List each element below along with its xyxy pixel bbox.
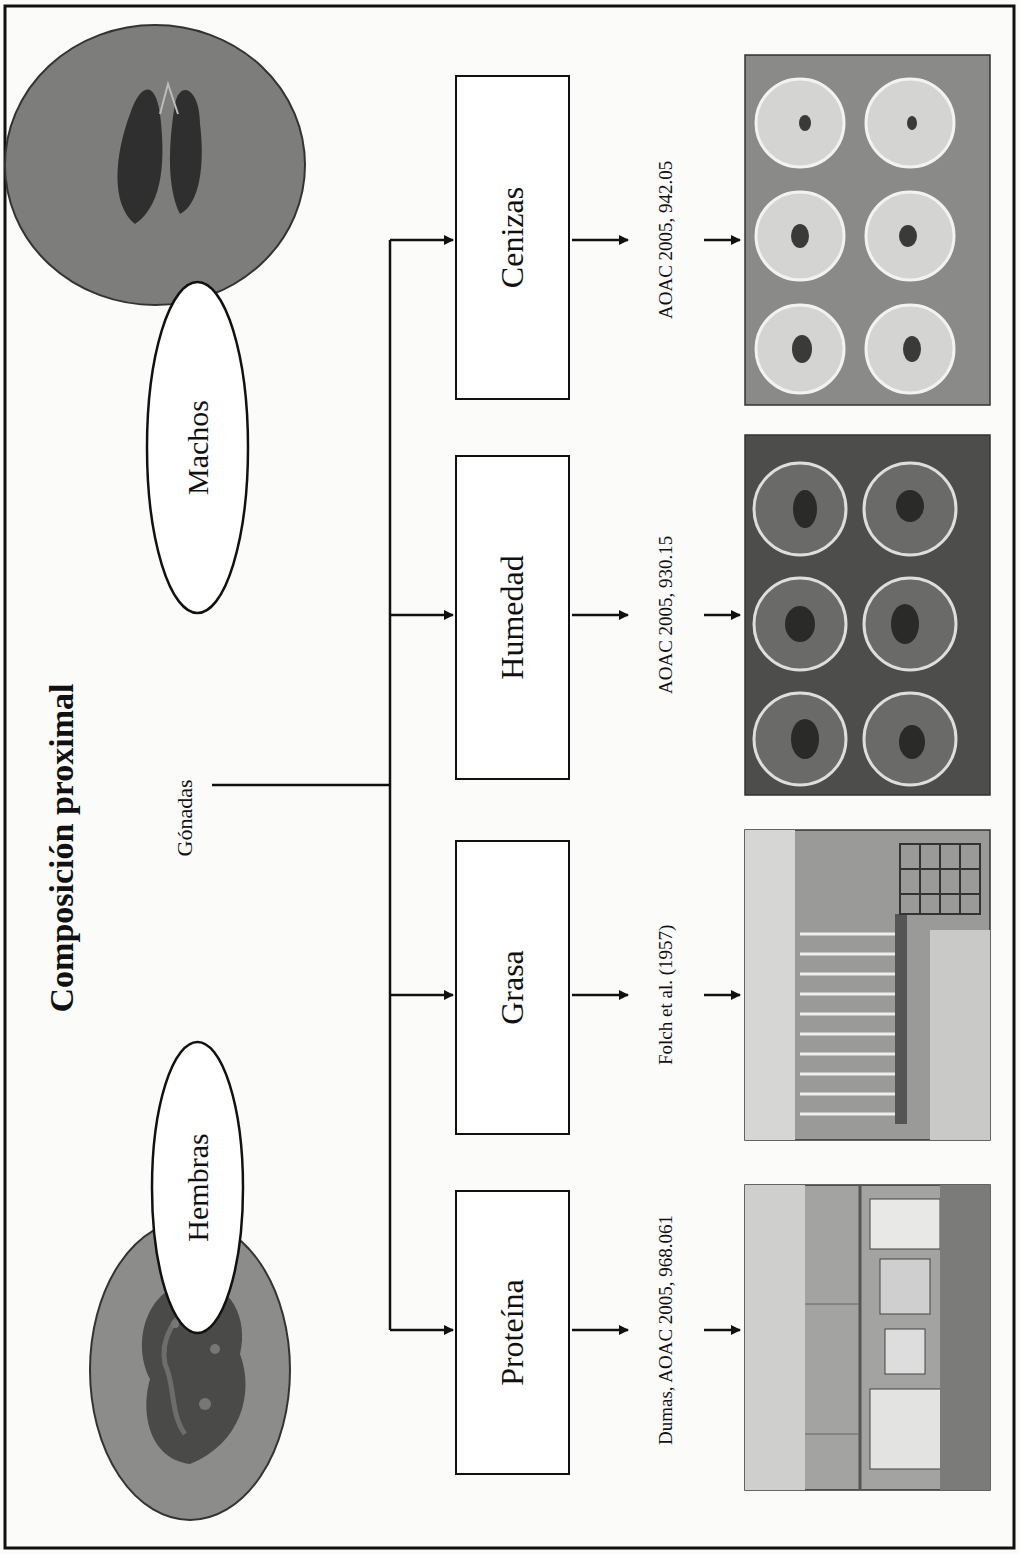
- node-text: Grasa: [494, 950, 531, 1025]
- male-gonad-photo: [5, 25, 305, 305]
- method-label: Folch et al. (1957): [655, 925, 677, 1065]
- frame: [5, 6, 1014, 1548]
- sex-ellipse: Machos: [145, 280, 250, 615]
- method-label: AOAC 2005, 930.15: [655, 536, 677, 694]
- analysis-box: Cenizas: [455, 75, 570, 400]
- node-text: Machos: [181, 400, 215, 495]
- protein-lab-photo: [745, 1185, 990, 1490]
- node-text: Proteína: [494, 1279, 531, 1386]
- sex-ellipse: Hembras: [150, 1040, 245, 1335]
- analysis-box: Humedad: [455, 455, 570, 780]
- branch-lines: [212, 240, 453, 1330]
- node-text: Hembras: [181, 1133, 215, 1241]
- diagram-title: Composición proximal: [43, 683, 81, 1012]
- ash-crucibles-photo: [745, 55, 990, 405]
- fat-extraction-photo: [745, 830, 990, 1140]
- method-label: AOAC 2005, 942.05: [655, 161, 677, 319]
- analysis-box: Proteína: [455, 1190, 570, 1475]
- method-arrows: [572, 240, 740, 1330]
- node-text: Humedad: [494, 555, 531, 679]
- group-label: Gónadas: [172, 780, 198, 857]
- node-text: Cenizas: [494, 187, 531, 288]
- analysis-box: Grasa: [455, 840, 570, 1135]
- moisture-dishes-photo: [745, 435, 990, 795]
- method-label: Dumas, AOAC 2005, 968.061: [655, 1215, 677, 1445]
